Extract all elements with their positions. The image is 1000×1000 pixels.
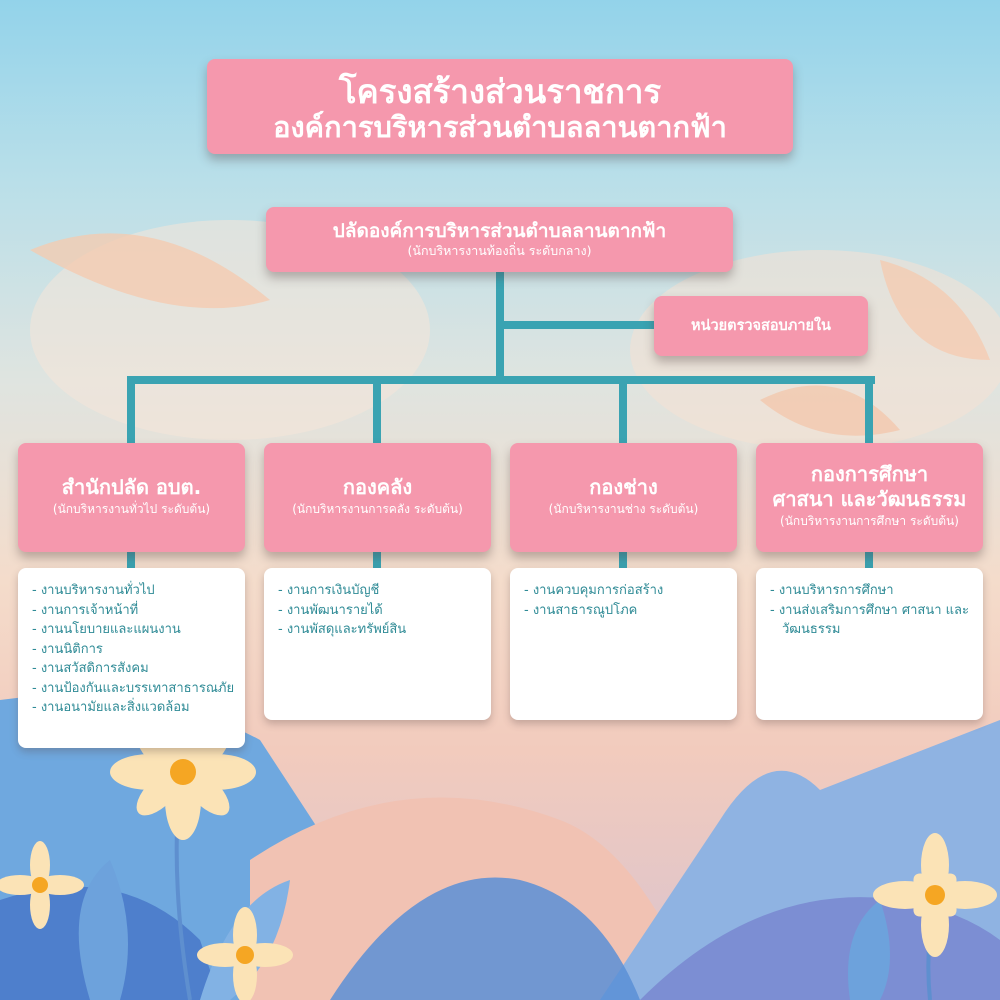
department-task-list: งานควบคุมการก่อสร้าง งานสาธารณูปโภค: [510, 568, 737, 720]
daisy-flower: [873, 833, 997, 957]
department-node-education: กองการศึกษา ศาสนา และวัฒนธรรม (นักบริหาร…: [756, 443, 983, 552]
list-item: งานส่งเสริมการศึกษา ศาสนา และ วัฒนธรรม: [770, 601, 973, 640]
connector-list-3: [619, 552, 627, 569]
connector-list-4: [865, 552, 873, 569]
list-item: งานสาธารณูปโภค: [524, 601, 727, 621]
peach-leaf: [880, 260, 990, 360]
department-name: กองการศึกษา: [810, 462, 929, 486]
title-banner: โครงสร้างส่วนราชการ องค์การบริหารส่วนตำบ…: [207, 59, 793, 154]
chief-node: ปลัดองค์การบริหารส่วนตำบลลานตากฟ้า (นักบ…: [266, 207, 733, 272]
page-title: โครงสร้างส่วนราชการ: [338, 72, 662, 111]
list-item: งานป้องกันและบรรเทาสาธารณภัย: [32, 679, 235, 699]
department-node-office: สำนักปลัด อบต. (นักบริหารงานทั่วไป ระดับ…: [18, 443, 245, 552]
department-level: (นักบริหารงานการศึกษา ระดับต้น): [780, 514, 959, 528]
connector-dept-3-drop: [619, 376, 627, 444]
connector-audit-branch: [500, 321, 654, 329]
list-item: งานควบคุมการก่อสร้าง: [524, 581, 727, 601]
connector-dept-4-drop: [865, 376, 873, 444]
department-name: สำนักปลัด อบต.: [61, 475, 202, 499]
list-item: งานการเจ้าหน้าที่: [32, 601, 235, 621]
audit-name: หน่วยตรวจสอบภายใน: [691, 318, 831, 334]
department-node-engineering: กองช่าง (นักบริหารงานช่าง ระดับต้น): [510, 443, 737, 552]
daisy-flower: [197, 907, 293, 1000]
department-task-list: งานการเงินบัญชี งานพัฒนารายได้ งานพัสดุแ…: [264, 568, 491, 720]
connector-list-1: [127, 552, 135, 569]
list-item: งานพัสดุและทรัพย์สิน: [278, 620, 481, 640]
department-task-list: งานบริหารงานทั่วไป งานการเจ้าหน้าที่ งาน…: [18, 568, 245, 748]
list-item: งานนโยบายและแผนงาน: [32, 620, 235, 640]
department-name-line2: ศาสนา และวัฒนธรรม: [772, 487, 967, 511]
list-item: งานบริหารงานทั่วไป: [32, 581, 235, 601]
department-name: กองช่าง: [589, 475, 658, 499]
department-node-finance: กองคลัง (นักบริหารงานการคลัง ระดับต้น): [264, 443, 491, 552]
page-subtitle: องค์การบริหารส่วนตำบลลานตากฟ้า: [273, 110, 727, 144]
department-task-list: งานบริหารการศึกษา งานส่งเสริมการศึกษา ศา…: [756, 568, 983, 720]
audit-node: หน่วยตรวจสอบภายใน: [654, 296, 868, 356]
department-level: (นักบริหารงานช่าง ระดับต้น): [548, 502, 699, 516]
department-level: (นักบริหารงานทั่วไป ระดับต้น): [52, 502, 211, 516]
list-item: งานบริหารการศึกษา: [770, 581, 973, 601]
department-level: (นักบริหารงานการคลัง ระดับต้น): [292, 502, 463, 516]
connector-dept-1-drop: [127, 376, 135, 444]
purple-hill: [640, 897, 1000, 1000]
daisy-flower: [0, 841, 84, 929]
list-item: งานการเงินบัญชี: [278, 581, 481, 601]
list-item: งานนิติการ: [32, 640, 235, 660]
chief-level: (นักบริหารงานท้องถิ่น ระดับกลาง): [407, 243, 592, 258]
department-name: กองคลัง: [342, 475, 413, 499]
chief-name: ปลัดองค์การบริหารส่วนตำบลลานตากฟ้า: [332, 220, 667, 242]
connector-list-2: [373, 552, 381, 569]
list-item: งานอนามัยและสิ่งแวดล้อม: [32, 698, 235, 718]
blue-leaf: [848, 900, 890, 1000]
list-item: งานสวัสดิการสังคม: [32, 659, 235, 679]
blue-mountain: [330, 877, 640, 1000]
peach-leaf: [30, 233, 270, 309]
blue-leaf: [78, 860, 128, 1000]
connector-horizontal-bus: [127, 376, 875, 384]
connector-dept-2-drop: [373, 376, 381, 444]
list-item: งานพัฒนารายได้: [278, 601, 481, 621]
